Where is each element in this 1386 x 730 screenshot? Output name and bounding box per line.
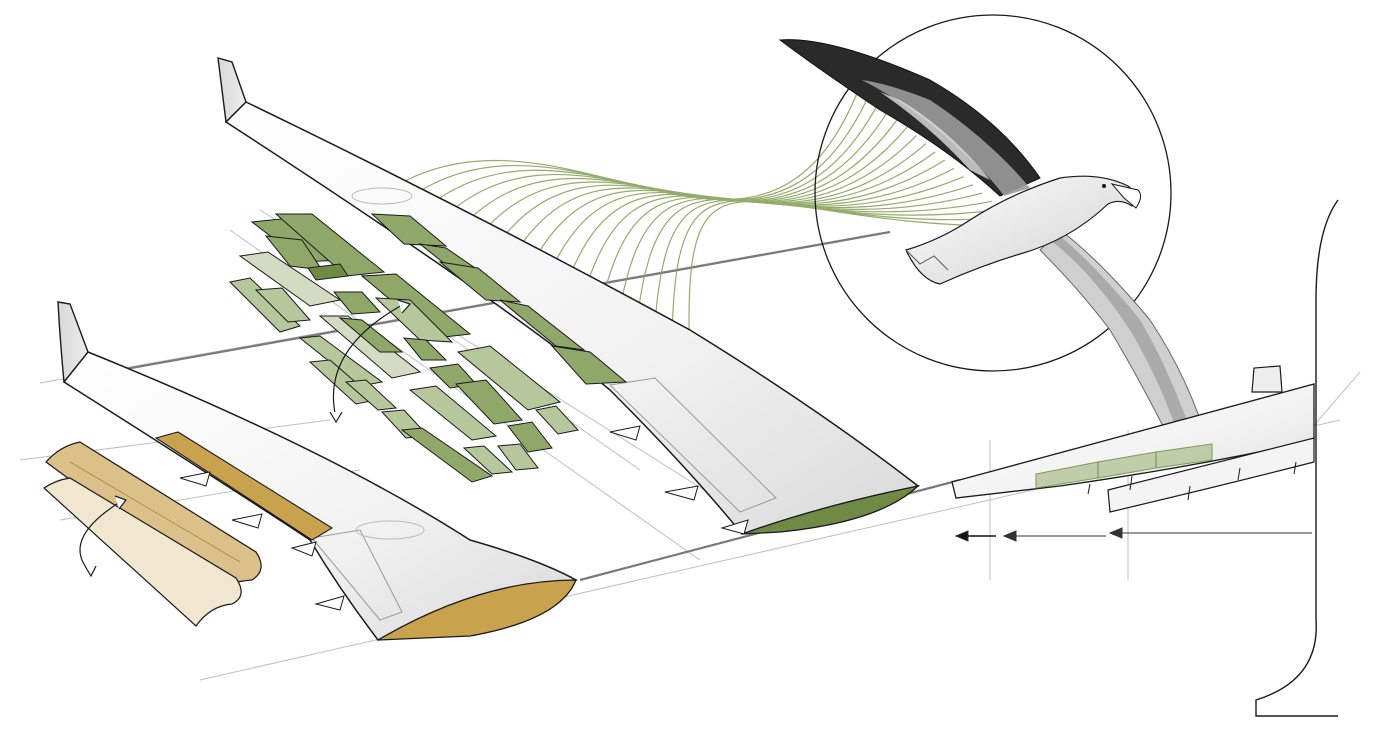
- streamline: [397, 93, 870, 207]
- streamline: [688, 200, 1021, 367]
- morphing-panel: [497, 443, 539, 471]
- morphing-panel: [454, 379, 523, 425]
- morphing-panel: [400, 427, 494, 483]
- olive-control-segment: [550, 345, 628, 385]
- side-wing-lower: [1107, 437, 1315, 513]
- bird-detail-circle: [814, 14, 1172, 372]
- upper-wing-flap-tracks: [609, 425, 749, 535]
- upper-wing-tip-section: [741, 484, 921, 535]
- morphing-panel: [318, 315, 422, 379]
- side-wing-upper: [951, 383, 1315, 499]
- exploded-morphing-panels: [228, 213, 579, 483]
- streamline: [416, 102, 880, 217]
- lower-wing-panel-outline: [311, 529, 403, 621]
- olive-control-segment: [370, 213, 448, 247]
- morphing-panel: [456, 345, 562, 411]
- morphing-panel: [228, 277, 301, 333]
- streamline: [671, 200, 1011, 357]
- morphing-panel: [408, 385, 498, 441]
- streamline: [561, 167, 955, 297]
- streamline: [634, 198, 992, 337]
- olive-control-segment: [499, 299, 586, 351]
- morphing-panel: [344, 379, 398, 411]
- streamline: [652, 199, 1002, 347]
- fuselage-outline: [1255, 199, 1339, 717]
- morphing-panel: [307, 263, 349, 281]
- albatross-bird: [778, 39, 1211, 451]
- left-arrow-icon: [954, 527, 1312, 542]
- streamline: [616, 192, 983, 327]
- bird-body: [905, 175, 1141, 285]
- olive-control-segment: [438, 261, 522, 303]
- curved-double-arrow-icon: [329, 299, 412, 424]
- gold-flap-lower: [43, 477, 242, 627]
- lower-wing: [57, 301, 578, 641]
- streamline: [452, 118, 899, 237]
- upper-wing-panel-outline: [608, 377, 777, 513]
- morphing-panel: [274, 213, 386, 277]
- morphing-panel: [338, 317, 404, 353]
- upper-wing-control-surfaces: [370, 213, 628, 385]
- side-morphing-segment: [1155, 443, 1213, 469]
- morphing-panel: [507, 421, 553, 453]
- side-wing-morphing-strip: [1035, 443, 1213, 489]
- exploded-flap-elements: [43, 441, 262, 627]
- vertical-fin: [1251, 365, 1283, 393]
- curved-double-arrow-icon: [79, 495, 127, 578]
- aircraft-side-view: [951, 199, 1339, 717]
- morphing-panel: [402, 337, 448, 361]
- lower-wing-flap-tracks: [179, 471, 345, 611]
- morphing-panel: [462, 445, 514, 475]
- morphing-panel: [254, 287, 312, 323]
- lower-wing-flap-strip: [154, 431, 334, 541]
- side-wing-tracks: [1087, 461, 1297, 501]
- bird-beak: [1110, 183, 1142, 209]
- lower-wing-root-section: [377, 579, 577, 641]
- morphing-panel: [535, 405, 579, 435]
- morphing-panel: [332, 291, 382, 315]
